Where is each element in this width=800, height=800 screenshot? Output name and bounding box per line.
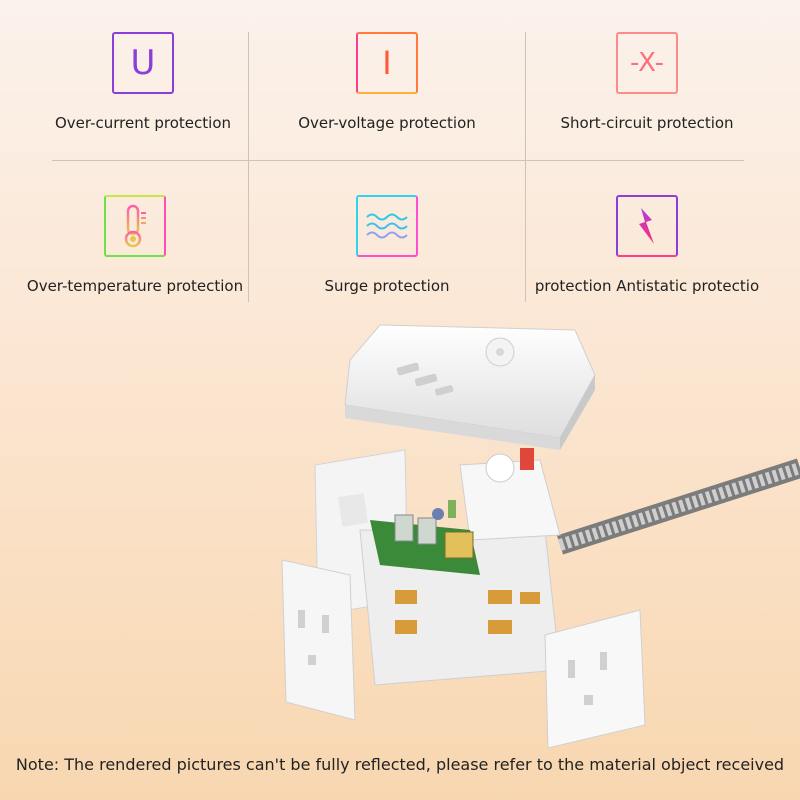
top-lid [344,324,596,450]
copper-terminal [395,620,417,634]
feature-label: Over-current protection [54,114,232,132]
divider-vertical [525,32,526,302]
divider-horizontal [52,160,744,161]
u-letter-icon: U [112,32,174,94]
lightning-icon [616,195,678,257]
thermometer-glyph [124,204,146,248]
outlet-slot [568,660,575,678]
feature-label: Over-temperature protection [26,277,244,295]
usb-port [414,373,438,387]
outlet-ground [584,695,593,705]
feature-over-current: U Over-current protection [18,32,268,132]
divider-vertical [248,32,249,302]
outlet-slot [298,610,305,628]
wave-icon [356,195,418,257]
feature-label: Surge protection [324,277,450,295]
thermometer-icon [104,195,166,257]
cube-core [359,448,561,686]
usb-port [434,385,454,396]
indicator-led [520,448,534,470]
braided-cable [556,458,800,555]
feature-label: Short-circuit protection [560,114,734,132]
feature-label: Over-voltage protection [298,114,476,132]
feature-over-voltage: I Over-voltage protection [262,32,512,132]
outlet-ground [308,655,316,665]
i-letter-icon: I [356,32,418,94]
side-panel-front-right [544,609,646,749]
power-cube-illustration [281,324,800,749]
feature-over-temperature: Over-temperature protection [10,195,260,295]
copper-terminal [520,592,540,604]
x-letter-icon: -X- [616,32,678,94]
copper-terminal [488,590,512,604]
lightning-glyph [639,208,654,244]
outlet-slot [322,615,329,633]
copper-terminal [395,590,417,604]
outlet-slot [600,652,607,670]
feature-surge: Surge protection [262,195,512,295]
wave-glyph [366,213,408,239]
disclaimer-note: Note: The rendered pictures can't be ful… [15,755,785,774]
copper-terminal [488,620,512,634]
side-panel-front-left [281,559,356,721]
feature-antistatic: protection Antistatic protectio [522,195,772,295]
usb-port [396,362,420,376]
feature-short-circuit: -X- Short-circuit protection [522,32,772,132]
feature-grid: U Over-current protection I Over-voltage… [0,0,800,320]
feature-label: protection Antistatic protectio [534,277,760,295]
